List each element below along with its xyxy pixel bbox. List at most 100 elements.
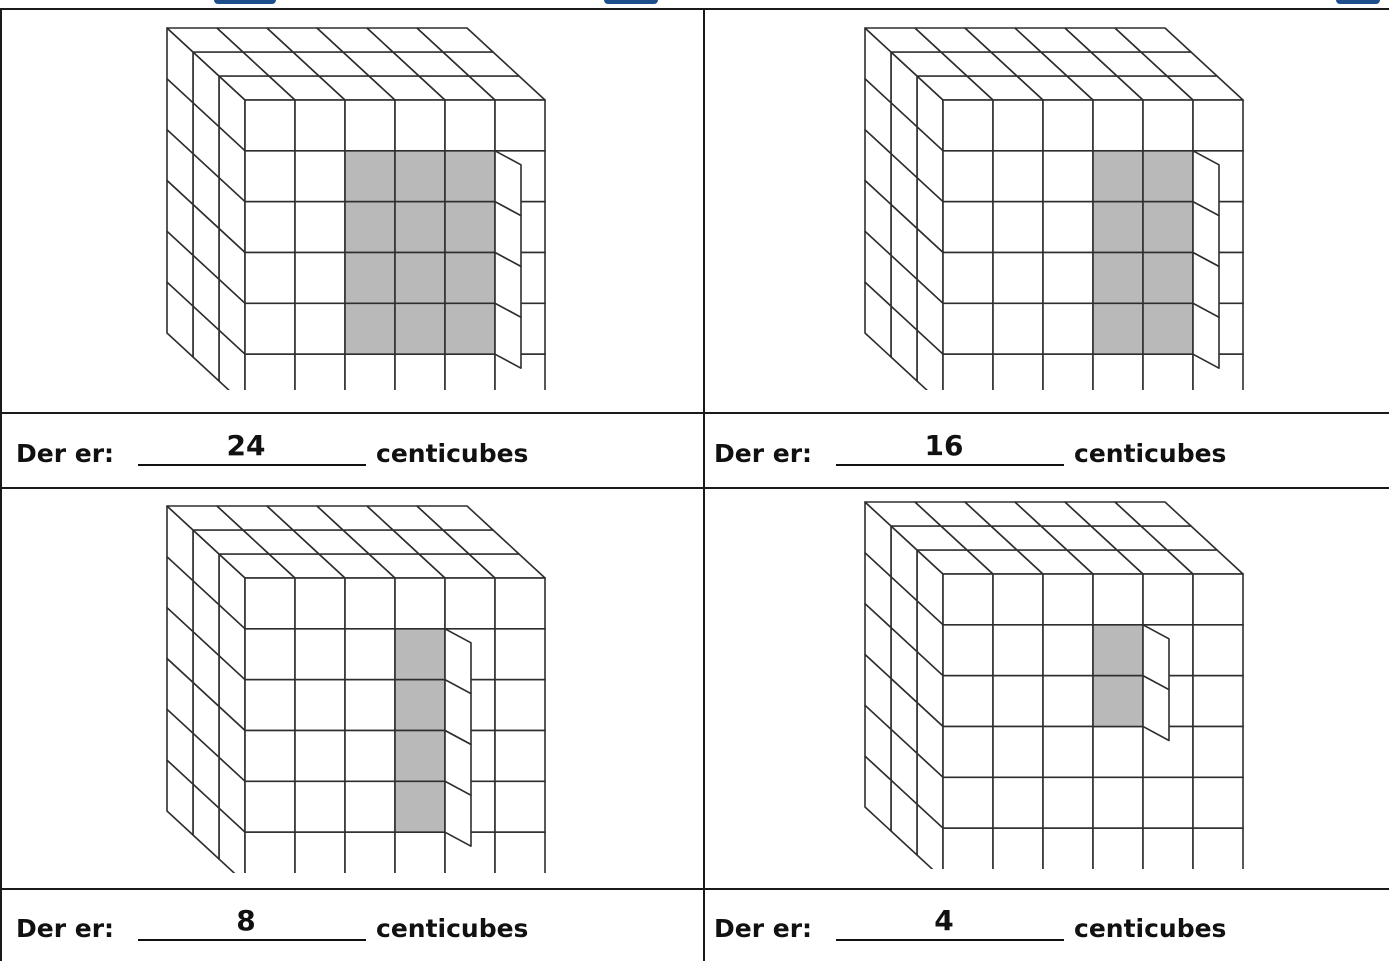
cube-front-face	[495, 781, 545, 832]
shaded-back-cube	[395, 202, 445, 253]
cube-front-face	[943, 777, 993, 828]
shaded-back-cube	[1143, 202, 1193, 253]
cube-front-face	[295, 202, 345, 253]
shaded-back-cube	[1093, 253, 1143, 304]
cube-front-face	[395, 832, 445, 873]
cube-front-face	[245, 781, 295, 832]
cube-front-face	[943, 303, 993, 354]
answer-blank-line	[836, 939, 1064, 941]
answer-row-3: Der er: 8 centicubes	[16, 905, 536, 955]
answer-unit: centicubes	[376, 439, 528, 468]
cube-front-face	[1093, 727, 1143, 778]
cube-front-face	[993, 727, 1043, 778]
cube-front-face	[1193, 625, 1243, 676]
answer-label: Der er:	[16, 439, 114, 468]
cube-front-face	[295, 731, 345, 782]
cube-front-face	[345, 731, 395, 782]
cube-figure-2	[848, 20, 1258, 390]
cube-front-face	[993, 151, 1043, 202]
shaded-back-cube	[345, 202, 395, 253]
cube-front-face	[495, 731, 545, 782]
cube-front-face	[1043, 828, 1093, 869]
cube-front-face	[943, 676, 993, 727]
answer-unit: centicubes	[1074, 914, 1226, 943]
answer-blank-line	[138, 939, 366, 941]
shaded-back-cube	[1143, 303, 1193, 354]
cube-figure-4	[848, 494, 1258, 869]
cube-front-face	[295, 832, 345, 873]
answer-unit: centicubes	[1074, 439, 1226, 468]
table-row-line-1	[0, 412, 1389, 414]
table-row-line-3	[0, 888, 1389, 890]
cube-front-face	[993, 303, 1043, 354]
cube-front-face	[345, 578, 395, 629]
shaded-back-cube	[395, 781, 445, 832]
cube-front-face	[445, 354, 495, 390]
cube-front-face	[1043, 202, 1093, 253]
shaded-back-cube	[395, 303, 445, 354]
shaded-back-cube	[1143, 151, 1193, 202]
cube-front-face	[993, 828, 1043, 869]
cube-front-face	[1093, 777, 1143, 828]
cube-front-face	[295, 578, 345, 629]
cube-front-face	[245, 578, 295, 629]
shaded-back-cube	[445, 202, 495, 253]
answer-value: 8	[132, 904, 360, 937]
cube-front-face	[445, 100, 495, 151]
cube-front-face	[445, 578, 495, 629]
cube-front-face	[993, 777, 1043, 828]
cube-front-face	[943, 202, 993, 253]
cube-front-face	[395, 578, 445, 629]
cube-front-face	[943, 151, 993, 202]
answer-row-1: Der er: 24 centicubes	[16, 430, 536, 480]
cube-front-face	[345, 354, 395, 390]
cube-front-face	[295, 629, 345, 680]
cube-front-face	[495, 629, 545, 680]
cube-front-face	[1043, 354, 1093, 390]
cube-front-face	[1143, 100, 1193, 151]
cube-front-face	[345, 100, 395, 151]
shaded-back-cube	[445, 303, 495, 354]
cube-front-face	[1143, 354, 1193, 390]
cube-front-face	[495, 680, 545, 731]
shaded-back-cube	[1093, 625, 1143, 676]
cube-front-face	[943, 100, 993, 151]
answer-blank-line	[836, 464, 1064, 466]
cube-front-face	[295, 303, 345, 354]
cube-front-face	[345, 680, 395, 731]
cube-front-face	[1193, 676, 1243, 727]
shaded-back-cube	[395, 629, 445, 680]
cube-figure-1	[150, 20, 560, 390]
cube-front-face	[943, 253, 993, 304]
cube-front-face	[245, 731, 295, 782]
answer-label: Der er:	[714, 914, 812, 943]
cube-front-face	[1143, 574, 1193, 625]
table-border-top	[0, 8, 1389, 10]
shaded-back-cube	[1093, 303, 1143, 354]
cube-drawing	[848, 20, 1258, 390]
cube-front-face	[245, 253, 295, 304]
cube-front-face	[993, 202, 1043, 253]
cube-front-face	[1143, 777, 1193, 828]
table-row-line-2	[0, 487, 1389, 489]
cube-front-face	[1093, 354, 1143, 390]
shaded-back-cube	[445, 253, 495, 304]
cube-front-face	[245, 680, 295, 731]
cube-front-face	[1193, 777, 1243, 828]
cube-front-face	[1193, 727, 1243, 778]
cube-front-face	[993, 253, 1043, 304]
cube-front-face	[495, 578, 545, 629]
cube-figure-3	[150, 498, 560, 873]
cube-front-face	[993, 625, 1043, 676]
answer-row-4: Der er: 4 centicubes	[714, 905, 1234, 955]
cube-front-face	[295, 100, 345, 151]
cube-front-face	[1193, 828, 1243, 869]
cube-front-face	[1093, 100, 1143, 151]
cube-front-face	[1043, 727, 1093, 778]
cube-front-face	[495, 832, 545, 873]
shaded-back-cube	[1093, 676, 1143, 727]
shaded-back-cube	[395, 151, 445, 202]
cube-front-face	[1043, 625, 1093, 676]
cube-front-face	[245, 629, 295, 680]
